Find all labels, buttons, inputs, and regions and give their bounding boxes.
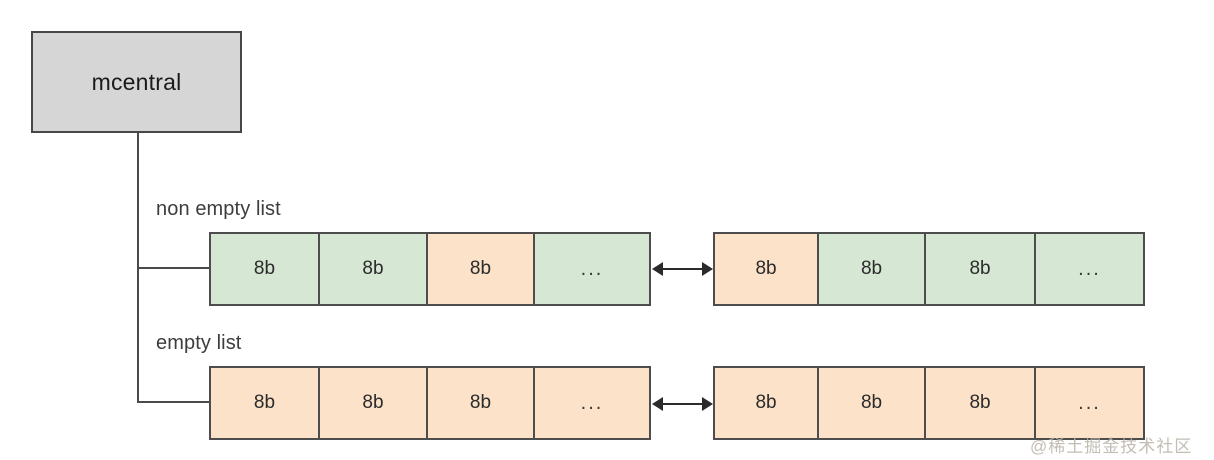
- span-cell[interactable]: 8b: [428, 368, 535, 438]
- connector-branch-row-2: [137, 401, 211, 403]
- mcentral-node[interactable]: mcentral: [31, 31, 242, 133]
- mcentral-label: mcentral: [91, 68, 182, 95]
- arrow-head-left-icon: [652, 397, 663, 411]
- span-cell[interactable]: 8b: [211, 234, 320, 304]
- span-list-row-2-left[interactable]: 8b 8b 8b ...: [209, 366, 651, 440]
- row-label-non-empty-list: non empty list: [156, 198, 281, 220]
- span-list-row-1-left[interactable]: 8b 8b 8b ...: [209, 232, 651, 306]
- row-label-empty-list: empty list: [156, 332, 242, 354]
- span-cell[interactable]: 8b: [926, 368, 1036, 438]
- span-cell[interactable]: 8b: [715, 234, 820, 304]
- span-cell[interactable]: 8b: [926, 234, 1036, 304]
- span-cell[interactable]: 8b: [320, 368, 428, 438]
- span-cell[interactable]: 8b: [320, 234, 428, 304]
- span-cell-ellipsis[interactable]: ...: [1036, 234, 1143, 304]
- span-cell-ellipsis[interactable]: ...: [535, 234, 649, 304]
- span-cell[interactable]: 8b: [819, 368, 927, 438]
- watermark: @稀土掘金技术社区: [1030, 437, 1193, 456]
- span-list-row-1-right[interactable]: 8b 8b 8b ...: [713, 232, 1145, 306]
- arrow-head-right-icon: [702, 262, 713, 276]
- span-cell[interactable]: 8b: [211, 368, 320, 438]
- double-arrow-row-1: [652, 259, 713, 279]
- span-cell-ellipsis[interactable]: ...: [1036, 368, 1143, 438]
- arrow-head-left-icon: [652, 262, 663, 276]
- span-list-row-2-right[interactable]: 8b 8b 8b ...: [713, 366, 1145, 440]
- span-cell[interactable]: 8b: [715, 368, 820, 438]
- span-cell[interactable]: 8b: [819, 234, 927, 304]
- double-arrow-row-2: [652, 394, 713, 414]
- connector-branch-row-1: [137, 267, 211, 269]
- arrow-shaft: [660, 403, 705, 405]
- span-cell[interactable]: 8b: [428, 234, 535, 304]
- arrow-shaft: [660, 268, 705, 270]
- span-cell-ellipsis[interactable]: ...: [535, 368, 649, 438]
- arrow-head-right-icon: [702, 397, 713, 411]
